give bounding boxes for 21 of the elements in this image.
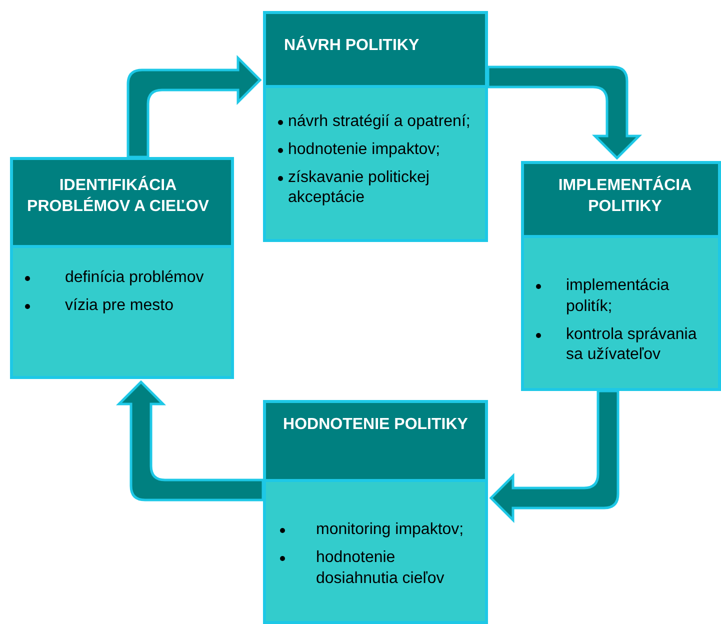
bent-arrow	[118, 380, 264, 502]
bullet-item: hodnotenie impaktov;	[276, 140, 481, 161]
stage-card	[521, 161, 721, 391]
bent-arrow	[486, 66, 640, 160]
stage-heading: IMPLEMENTÁCIA POLITIKY	[524, 164, 718, 238]
stage-heading: IDENTIFIKÁCIA PROBLÉMOV A CIEĽOV	[13, 160, 231, 248]
stage-card	[10, 157, 234, 379]
stage-heading: NÁVRH POLITIKY	[266, 14, 485, 88]
stage-card	[263, 11, 488, 242]
bullet-item: návrh stratégií a opatrení;	[276, 112, 481, 133]
stage-card	[263, 400, 488, 624]
bullet-item: získavanie politickej akceptácie	[276, 168, 481, 210]
bullet-item: implementácia politík;	[534, 276, 714, 318]
bent-arrow	[126, 56, 262, 158]
bullet-item: kontrola správania sa užívateľov	[534, 324, 714, 366]
bullet-item: hodnotenie dosiahnutia cieľov	[278, 548, 481, 590]
bullet-item: vízia pre mesto	[23, 296, 225, 317]
bullet-item: monitoring impaktov;	[278, 520, 481, 541]
bullet-item: definícia problémov	[23, 268, 225, 289]
stage-heading: HODNOTENIE POLITIKY	[266, 403, 485, 482]
bent-arrow	[490, 390, 620, 522]
